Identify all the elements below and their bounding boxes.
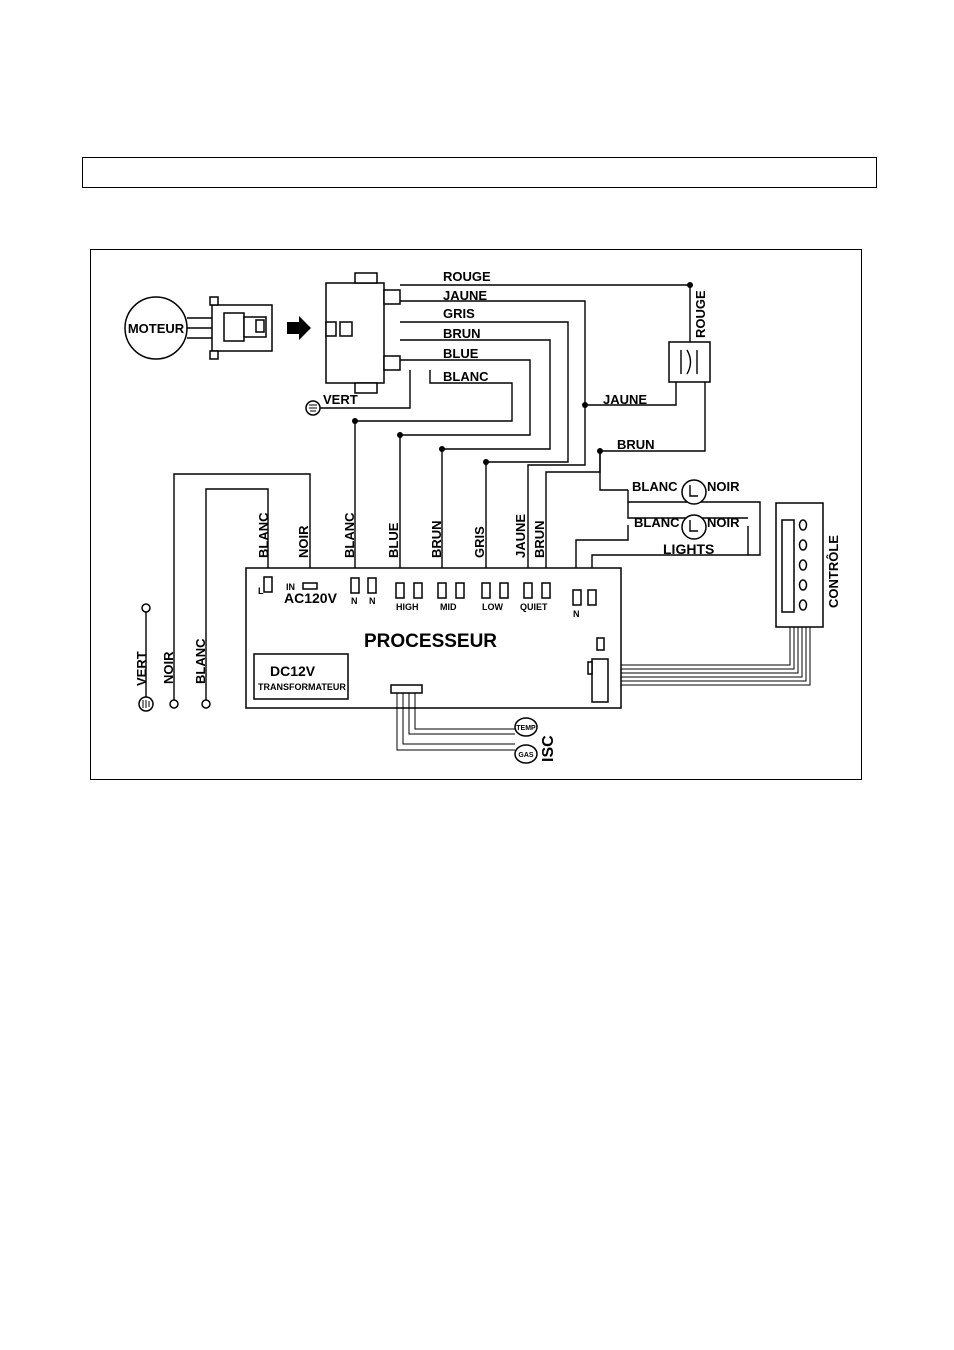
transformer-voltage: DC12V [270,663,316,679]
wire-label-blanc: BLANC [443,369,489,384]
sensor-gas-label: GAS [518,752,534,759]
sensor-group-label: ISC [540,735,557,762]
terminal-l: L [258,586,264,596]
arrow-right-icon [287,316,311,340]
terminal-quiet: QUIET [520,602,548,612]
lamp1-left-label: BLANC [632,479,678,494]
terminal-wire-label: BLANC [256,512,271,558]
capacitor-jaune-label: JAUNE [603,392,647,407]
lights-label: LIGHTS [663,541,714,557]
motor: MOTEUR [125,297,311,359]
capacitor-rouge-label: ROUGE [693,290,708,338]
wire-label-rouge: ROUGE [443,269,491,284]
supply-blanc-label: BLANC [193,638,208,684]
sensor-temp-label: TEMP [516,725,536,732]
wire-label-brun: BRUN [443,326,481,341]
terminal-wire-label: BRUN [429,520,444,558]
ground-icon [306,401,320,415]
wire-label-gris: GRIS [443,306,475,321]
terminal-low: LOW [482,602,503,612]
terminal-n3: N [573,609,580,619]
lamp-icon [682,515,706,539]
lamp2-left-label: BLANC [634,515,680,530]
processor-board: BLANC NOIR BLANC BLUE BRUN GRIS JAUNE BR… [246,512,621,708]
terminal-wire-label: JAUNE [513,514,528,558]
control-panel: CONTRÔLE [608,503,841,685]
motor-label: MOTEUR [128,321,185,336]
lamp2-right-label: NOIR [707,515,740,530]
transformer-name: TRANSFORMATEUR [258,682,346,692]
wire-label-jaune: JAUNE [443,288,487,303]
terminal-high: HIGH [396,602,419,612]
processor-title: PROCESSEUR [364,631,497,652]
terminal-n2: N [369,596,376,606]
motor-plug [326,273,400,393]
wire-label-blue: BLUE [443,346,479,361]
terminal-mid: MID [440,602,457,612]
motor-ground-label: VERT [323,392,358,407]
terminal-wire-label: BLUE [386,522,401,558]
lamp1-right-label: NOIR [707,479,740,494]
terminal-wire-label: BRUN [532,520,547,558]
lamp-icon [682,480,706,504]
terminal-wire-label: NOIR [296,525,311,558]
terminal-n1: N [351,596,358,606]
capacitor-brun-label: BRUN [617,437,655,452]
terminal-wire-label: BLANC [342,512,357,558]
control-label: CONTRÔLE [826,535,841,608]
supply-vert-label: VERT [134,651,149,686]
terminal-wire-label: GRIS [472,526,487,558]
terminal-ac: AC120V [284,590,338,606]
supply-noir-label: NOIR [161,651,176,684]
